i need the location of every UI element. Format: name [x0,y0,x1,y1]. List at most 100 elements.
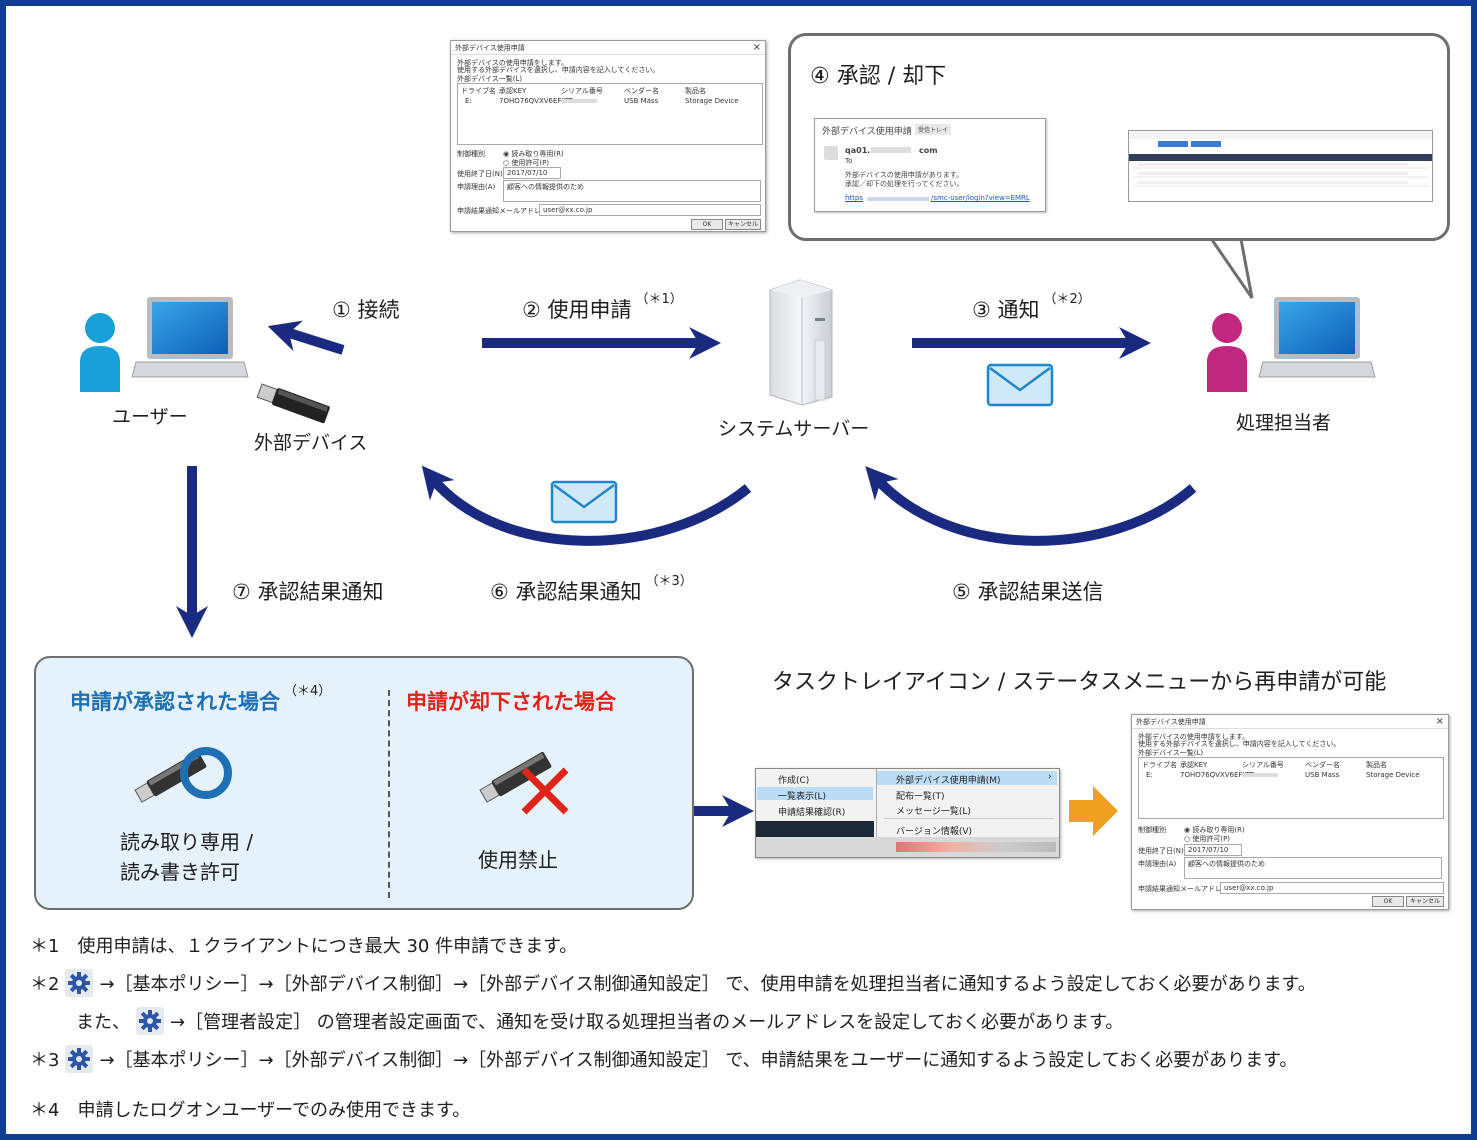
mail-field[interactable]: user@xx.co.jp [539,204,761,216]
cell-vendor: USB Mass [1305,771,1340,779]
control-type-label: 制御種別 [457,150,485,158]
tray-menu-screenshot: 作成(C) 一覧表示(L) 申請結果確認(R) 外部デバイス使用申請(M) › … [755,768,1060,858]
col-drive: ドライブ名 [1142,761,1177,769]
approved-text-1: 読み取り専用 / [120,830,254,854]
radio-rw[interactable]: ○ 使用許可(P) [1184,835,1231,843]
approved-title: 申請が承認された場合 （＊4） [70,684,332,716]
arrow-connect [267,320,345,355]
mail-link-start[interactable]: https [845,194,864,202]
arrow-result-notify [421,465,752,546]
approved-title-text: 申請が承認された場合 [70,690,280,714]
mail-body-1: 外部デバイスの使用申請があります。 [845,171,964,179]
user-laptop-icon [131,297,249,378]
note-2b-text: →［管理者設定］ の管理者設定画面で、通知を受け取る処理担当者のメールアドレスを… [170,1012,1124,1033]
control-type-label: 制御種別 [1138,826,1166,834]
step-notify-label: ③ 通知（＊2） [972,292,1091,324]
mail-body-2: 承認／却下の処理を行ってください。 [845,180,964,188]
dialog-desc-2: 使用する外部デバイスを選択し、申請内容を記入してください。 [457,66,660,74]
tray-item-result[interactable]: 申請結果確認(R) [778,808,846,818]
enddate-field[interactable]: 2017/07/10 [1184,844,1242,856]
mail-envelope-icon [986,363,1054,407]
handler-person-icon [1207,313,1247,392]
ok-button[interactable]: OK [1372,896,1404,907]
step-result-notify-note: （＊3） [645,574,693,589]
rejected-title: 申請が却下された場合 [406,690,616,714]
tray-item-distribution[interactable]: 配布一覧(T) [896,792,945,802]
usb-device-icon [256,383,330,424]
step-user-result-label: ⑦ 承認結果通知 [232,580,384,604]
dialog-title: 外部デバイス使用申請 [455,43,525,52]
speech-bubble-tail [1205,232,1254,299]
chevron-right-icon: › [1048,772,1052,782]
cell-key: 7OHO76QVXV6EFLTT... [499,97,579,105]
col-vendor: ベンダー名 [624,87,659,95]
step-result-notify-text: ⑥ 承認結果通知 [490,580,642,604]
step-request-text: ② 使用申請 [522,298,632,322]
enddate-label: 使用終了日(N) [1138,847,1184,855]
radio-readonly[interactable]: ◉ 読み取り専用(R) [1184,826,1245,834]
note-2b-pre: また、 [76,1012,130,1033]
enddate-field[interactable]: 2017/07/10 [503,167,561,179]
dialog-desc-2: 使用する外部デバイスを選択し、申請内容を記入してください。 [1138,740,1341,748]
tray-item-device-request[interactable]: 外部デバイス使用申請(M) [896,776,1001,786]
note-4: ＊4 申請したログオンユーザーでのみ使用できます。 [30,1100,471,1121]
cancel-button[interactable]: キャンセル [725,219,761,230]
mail-redacted [871,147,911,153]
radio-readonly[interactable]: ◉ 読み取り専用(R) [503,150,564,158]
admin-console-thumbnail [1128,130,1433,202]
reason-field[interactable]: 顧客への情報提供のため [503,180,761,202]
ok-button[interactable]: OK [691,219,723,230]
mail-envelope-icon [550,480,618,524]
device-list[interactable] [457,83,763,145]
step-result-send-label: ⑤ 承認結果送信 [952,580,1104,604]
mail-preview: 外部デバイス使用申請 受信トレイ qa01. com To 外部デバイスの使用申… [814,118,1046,212]
close-icon[interactable]: × [752,42,761,53]
note-3-mark: ＊3 [30,1050,60,1071]
reason-field[interactable]: 顧客への情報提供のため [1184,857,1442,879]
col-vendor: ベンダー名 [1305,761,1340,769]
reason-label: 申請理由(A) [1138,860,1177,868]
approved-text-2: 読み書き許可 [120,860,240,884]
case-divider [388,690,390,898]
mail-link-redacted [867,197,929,201]
cell-drive: E: [465,97,472,105]
user-label: ユーザー [112,406,188,428]
step-request-label: ② 使用申請（＊1） [522,292,683,324]
gear-icon [65,969,94,997]
device-list[interactable] [1138,757,1444,819]
mail-link-end[interactable]: /smc-user/login?view=EMRL [931,194,1030,202]
step-notify-text: ③ 通知 [972,298,1040,322]
result-cases-box [34,656,694,910]
usb-approved-icon [134,747,232,803]
col-drive: ドライブ名 [461,87,496,95]
close-icon[interactable]: × [1435,716,1444,727]
bubble-tail-cover [1209,228,1242,237]
col-serial: シリアル番号 [1242,761,1284,769]
reason-label: 申請理由(A) [457,183,496,191]
radio-readonly-label: 読み取り専用(R) [511,150,564,158]
device-request-dialog-2: 外部デバイス使用申請× 外部デバイスの使用申請をします。 使用する外部デバイスを… [1131,714,1449,910]
cell-key: 7OHO76QVXV6EFLTT... [1180,771,1260,779]
cell-drive: E: [1146,771,1153,779]
gear-icon [136,1007,164,1035]
step-approve-label: ④ 承認 / 却下 [810,64,947,89]
enddate-label: 使用終了日(N) [457,170,503,178]
reapply-label: タスクトレイアイコン / ステータスメニューから再申請が可能 [772,670,1387,695]
server-icon [769,279,833,406]
radio-rw[interactable]: ○ 使用許可(P) [503,159,550,167]
radio-rw-label: 使用許可(P) [511,159,550,167]
tray-item-create[interactable]: 作成(C) [778,776,810,786]
approved-note: （＊4） [284,684,332,699]
col-key: 承認KEY [499,87,527,95]
mail-field[interactable]: user@xx.co.jp [1220,882,1444,894]
tray-item-messages[interactable]: メッセージ一覧(L) [896,807,971,817]
mail-label: 申請結果通知メールアドレス(E) [457,207,558,215]
radio-rw-label: 使用許可(P) [1192,835,1231,843]
cell-vendor: USB Mass [624,97,659,105]
device-list-label: 外部デバイス一覧(L) [457,75,523,83]
cancel-button[interactable]: キャンセル [1406,896,1444,907]
note-2a-text: →［基本ポリシー］→［外部デバイス制御］→［外部デバイス制御通知設定］ で、使用… [99,974,1316,995]
tray-item-version[interactable]: バージョン情報(V) [896,827,972,837]
tray-item-list[interactable]: 一覧表示(L) [778,792,827,802]
